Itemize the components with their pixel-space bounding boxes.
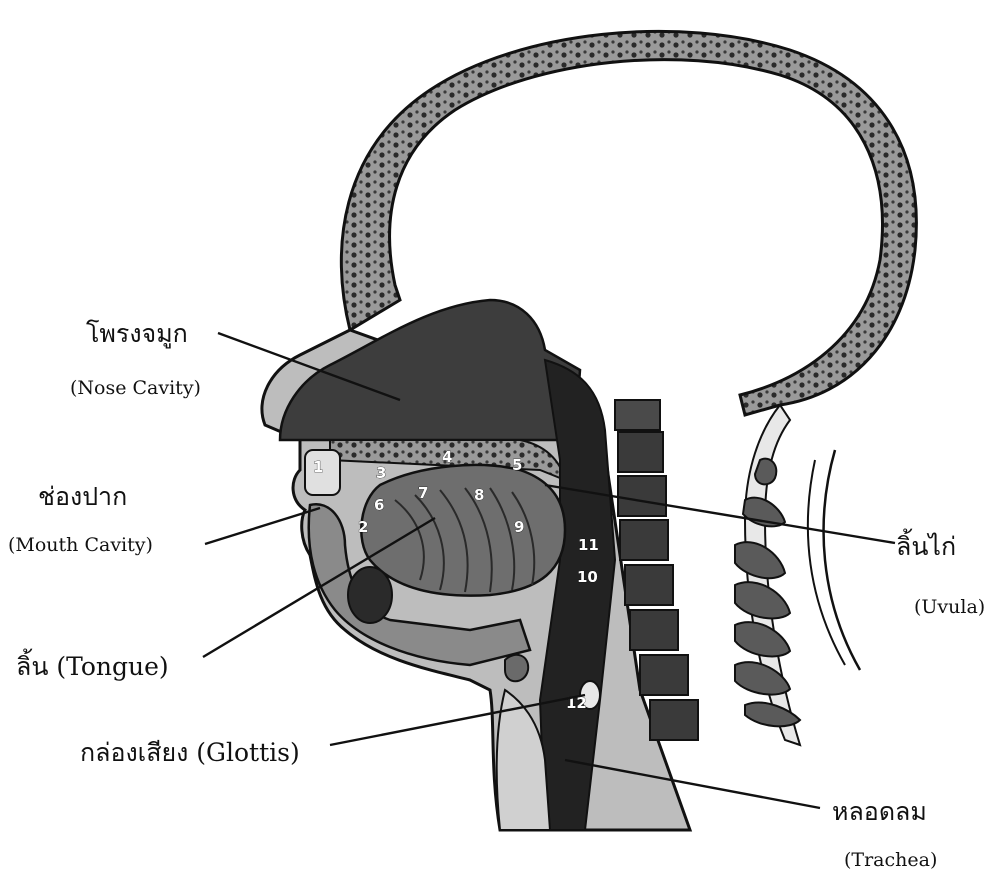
hyoid xyxy=(505,655,528,681)
uvula-thai-label: ลิ้นไก่ xyxy=(896,527,956,567)
marker-8: 8 xyxy=(474,486,484,504)
marker-7: 7 xyxy=(418,484,428,502)
tongue-label: ลิ้น (Tongue) xyxy=(16,647,169,687)
marker-10: 10 xyxy=(577,568,598,586)
marker-3: 3 xyxy=(376,464,386,482)
neck-contour xyxy=(824,450,860,670)
marker-2: 2 xyxy=(358,518,368,536)
trachea-eng-label: (Trachea) xyxy=(844,849,937,871)
mouth-cavity-thai-label: ช่องปาก xyxy=(38,477,127,517)
marker-4: 4 xyxy=(442,448,452,466)
uvula-eng-label: (Uvula) xyxy=(914,596,985,618)
marker-11: 11 xyxy=(578,536,599,554)
outer-vertebrae xyxy=(735,459,800,727)
mouth-cavity-eng-label: (Mouth Cavity) xyxy=(8,534,153,556)
nose-cavity-shape xyxy=(280,300,580,440)
nose-cavity-thai-label: โพรงจมูก xyxy=(86,314,188,354)
jaw-bone xyxy=(348,567,392,623)
glottis-label: กล่องเสียง (Glottis) xyxy=(80,733,300,773)
marker-1: 1 xyxy=(313,458,323,476)
marker-9: 9 xyxy=(514,518,524,536)
nose-cavity-eng-label: (Nose Cavity) xyxy=(70,377,201,399)
marker-6: 6 xyxy=(374,496,384,514)
trachea-thai-label: หลอดลม xyxy=(832,792,927,832)
marker-5: 5 xyxy=(512,456,522,474)
